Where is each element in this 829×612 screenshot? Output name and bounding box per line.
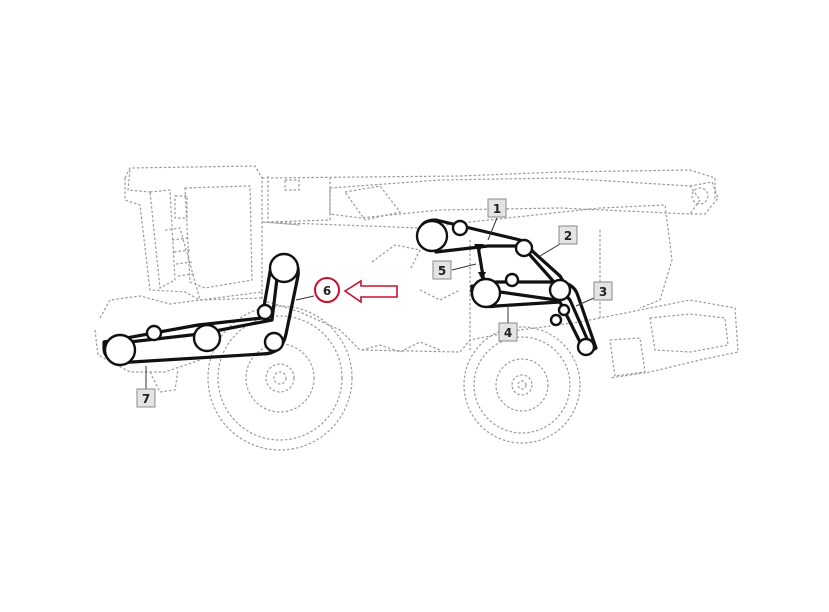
pulley-rear-bottom <box>576 337 596 357</box>
pulley-rear-small-top <box>451 219 469 237</box>
pulley-rear-small-lower-2 <box>549 313 563 327</box>
callout-2: 2 <box>558 225 578 245</box>
svg-text:3: 3 <box>599 285 607 299</box>
tensioner-marker-2 <box>478 272 486 280</box>
pulley-front-left <box>103 333 137 367</box>
tensioner-marker <box>474 244 484 252</box>
callout-3: 3 <box>593 281 613 301</box>
pulley-rear-large-bottom <box>470 277 502 309</box>
leader-lines <box>145 217 595 390</box>
belt-drive-rear <box>415 218 598 357</box>
svg-text:4: 4 <box>504 326 512 340</box>
arrow-left-icon <box>343 279 398 304</box>
pulley-rear-small-lower <box>557 303 571 317</box>
svg-text:1: 1 <box>493 202 501 216</box>
pulley-rear-right-mid <box>548 278 572 302</box>
pulley-front-top <box>268 252 300 284</box>
belt-drive-front <box>102 252 300 367</box>
pulley-rear-right-top <box>514 238 534 258</box>
svg-text:5: 5 <box>438 264 446 278</box>
combine-harvester-outline <box>94 165 739 451</box>
pulley-front-small <box>145 324 163 342</box>
pulley-rear-large-left <box>415 219 449 253</box>
pulley-front-idler <box>256 303 274 321</box>
highlight-circle <box>314 277 340 303</box>
callout-4: 4 <box>498 322 518 342</box>
pulley-rear-center <box>504 272 520 288</box>
svg-text:6: 6 <box>323 284 331 298</box>
svg-text:7: 7 <box>142 392 150 406</box>
pulley-front-middle <box>192 323 222 353</box>
callout-5: 5 <box>432 260 452 280</box>
callout-7: 7 <box>136 388 156 408</box>
callout-1: 1 <box>487 198 507 218</box>
callout-6-highlighted: 6 <box>314 277 398 304</box>
svg-text:2: 2 <box>564 229 572 243</box>
pulley-front-bottom <box>263 331 285 353</box>
